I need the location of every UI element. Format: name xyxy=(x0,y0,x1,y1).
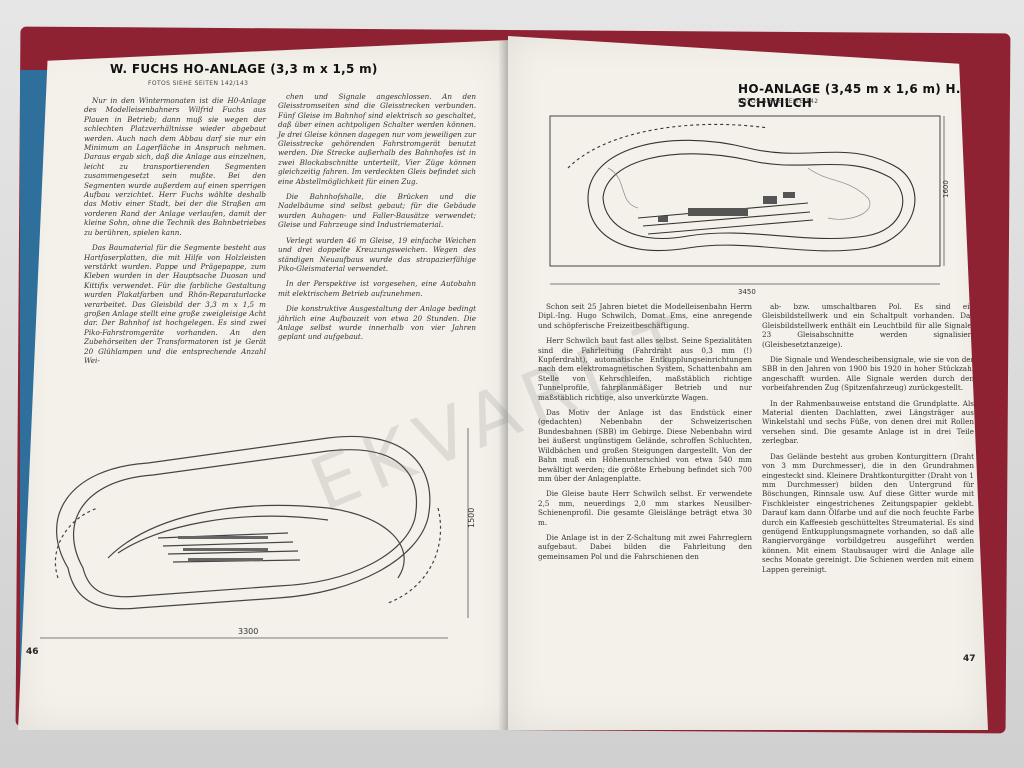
width-dimension: 3450 xyxy=(738,288,756,296)
right-page: HO-ANLAGE (3,45 m x 1,6 m) H. SCHWILCH F… xyxy=(508,36,988,730)
paragraph: Verlegt wurden 46 m Gleise, 19 einfache … xyxy=(278,235,476,273)
paragraph: Die Anlage ist in der Z-Schaltung mit zw… xyxy=(538,532,752,561)
height-dimension: 1600 xyxy=(942,180,950,198)
paragraph: Die Bahnhofshalle, die Brücken und die N… xyxy=(278,192,476,230)
page-number-right: 47 xyxy=(963,654,976,664)
left-photos-ref: FOTOS SIEHE SEITEN 142/143 xyxy=(148,80,249,87)
paragraph: Das Motiv der Anlage ist das Endstück ei… xyxy=(538,408,752,483)
left-page: W. FUCHS HO-ANLAGE (3,3 m x 1,5 m) FOTOS… xyxy=(18,40,510,730)
right-page-title: HO-ANLAGE (3,45 m x 1,6 m) H. SCHWILCH xyxy=(738,82,961,110)
paragraph: Das Gelände besteht aus groben Konturgit… xyxy=(762,451,974,574)
right-photos-ref: FOTOS SIEHE SEITE 142 xyxy=(738,98,819,105)
left-column-1: Nur in den Wintermonaten ist die H0-Anla… xyxy=(84,96,266,371)
right-column-2: ab- bzw. umschaltbaren Pol. Es sind ein … xyxy=(762,302,974,580)
paragraph: ab- bzw. umschaltbaren Pol. Es sind ein … xyxy=(762,302,974,349)
paragraph: chen und Signale angeschlossen. An den G… xyxy=(278,92,476,186)
width-dimension: 3300 xyxy=(238,627,258,636)
paragraph: In der Perspektive ist vorgesehen, eine … xyxy=(278,279,476,298)
paragraph: Die konstruktive Ausgestaltung der Anlag… xyxy=(278,304,476,342)
paragraph: Die Signale und Wendescheibensignale, wi… xyxy=(762,355,974,393)
paragraph: Das Baumaterial für die Segmente besteht… xyxy=(84,243,266,365)
page-number-left: 46 xyxy=(26,647,39,657)
left-column-2: chen und Signale angeschlossen. An den G… xyxy=(278,92,476,348)
right-column-1: Schon seit 25 Jahren bietet die Modellei… xyxy=(538,302,752,567)
paragraph: Die Gleise baute Herr Schwilch selbst. E… xyxy=(538,489,752,527)
paragraph: Herr Schwilch baut fast alles selbst. Se… xyxy=(538,336,752,402)
track-plan-schwilch: 3450 1600 xyxy=(549,115,950,296)
paragraph: Nur in den Wintermonaten ist die H0-Anla… xyxy=(84,96,266,237)
paragraph: Schon seit 25 Jahren bietet die Modellei… xyxy=(538,302,752,330)
left-page-title: W. FUCHS HO-ANLAGE (3,3 m x 1,5 m) xyxy=(110,62,378,76)
paragraph: In der Rahmenbauweise entstand die Grund… xyxy=(762,398,974,446)
track-plan-fuchs: 3300 1500 xyxy=(40,428,476,639)
height-dimension: 1500 xyxy=(467,508,476,528)
